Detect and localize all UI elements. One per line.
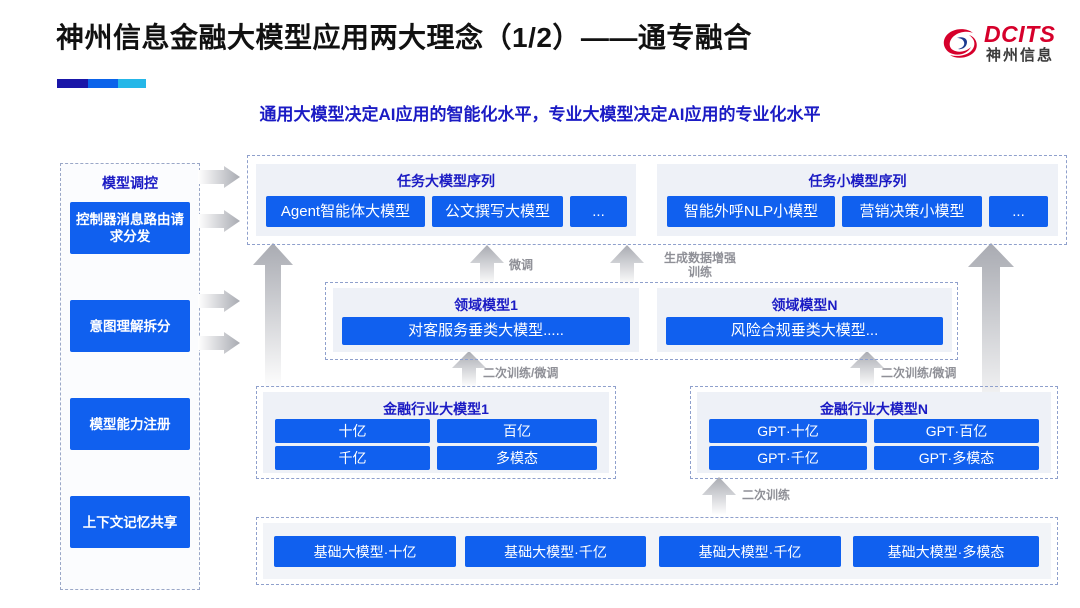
- base-row-frame: [256, 517, 1058, 585]
- feed-arrow-1: [198, 166, 240, 188]
- industry-right-title: 金融行业大模型N: [819, 401, 929, 417]
- dcits-logo: DCITS 神州信息: [940, 20, 1066, 72]
- model-control-column: 模型调控 控制器消息路由请求分发 意图理解拆分 模型能力注册 上下文记忆共享: [60, 163, 200, 590]
- industry-left-frame: [256, 386, 616, 479]
- control-item-context[interactable]: 上下文记忆共享: [70, 496, 190, 548]
- logo-swirl-icon: [943, 29, 977, 58]
- industry-left-item-1[interactable]: 十亿: [275, 419, 430, 443]
- task-small-panel: 任务小模型序列 智能外呼NLP小模型 营销决策小模型 ...: [657, 164, 1058, 236]
- domain-left-item[interactable]: 对客服务垂类大模型.....: [342, 317, 630, 345]
- industry-right-item-4[interactable]: GPT·多模态: [874, 446, 1039, 470]
- control-item-registry[interactable]: 模型能力注册: [70, 398, 190, 450]
- feed-arrows-group: [198, 166, 240, 354]
- industry-left-title: 金融行业大模型1: [383, 401, 489, 417]
- task-row-frame: [247, 155, 1067, 245]
- label-retrain-finetune-right: 二次训练/微调: [881, 366, 957, 380]
- arrow-retrain-right: [850, 351, 884, 387]
- domain-right-panel: 领域模型N 风险合规垂类大模型...: [657, 288, 952, 352]
- arrow-right-tall: [968, 243, 1014, 425]
- task-small-item-nlp[interactable]: 智能外呼NLP小模型: [667, 196, 835, 227]
- flow-arrows-group: [253, 243, 1014, 515]
- task-big-item-more[interactable]: ...: [570, 196, 627, 227]
- task-small-item-mkt[interactable]: 营销决策小模型: [842, 196, 982, 227]
- domain-right-title: 领域模型N: [771, 297, 838, 313]
- page-title: 神州信息金融大模型应用两大理念（1/2）——通专融合: [56, 22, 752, 53]
- industry-right-frame: [690, 386, 1058, 479]
- task-big-title: 任务大模型序列: [397, 173, 495, 189]
- task-big-panel: 任务大模型序列 Agent智能体大模型 公文撰写大模型 ...: [256, 164, 636, 236]
- title-underline-bar: [57, 79, 146, 88]
- task-big-item-doc[interactable]: 公文撰写大模型: [432, 196, 563, 227]
- label-retrain: 二次训练: [742, 488, 791, 502]
- industry-left-item-2[interactable]: 百亿: [437, 419, 597, 443]
- task-big-item-agent[interactable]: Agent智能体大模型: [266, 196, 425, 227]
- industry-right-item-2[interactable]: GPT·百亿: [874, 419, 1039, 443]
- model-control-title: 模型调控: [102, 175, 158, 191]
- industry-right-item-3[interactable]: GPT·千亿: [709, 446, 867, 470]
- industry-right-panel: 金融行业大模型N GPT·十亿 GPT·百亿 GPT·千亿 GPT·多模态: [697, 392, 1051, 473]
- feed-arrow-3: [198, 290, 240, 312]
- page-subtitle: 通用大模型决定AI应用的智能化水平，专业大模型决定AI应用的专业化水平: [259, 105, 821, 124]
- domain-left-panel: 领域模型1 对客服务垂类大模型.....: [333, 288, 639, 352]
- base-row-panel: 基础大模型·十亿 基础大模型·千亿 基础大模型·千亿 基础大模型·多模态: [263, 523, 1051, 579]
- label-retrain-finetune-left: 二次训练/微调: [483, 366, 559, 380]
- base-item-3[interactable]: 基础大模型·千亿: [659, 536, 841, 567]
- task-small-title: 任务小模型序列: [808, 173, 907, 189]
- base-item-2[interactable]: 基础大模型·千亿: [465, 536, 646, 567]
- logo-text-cn: 神州信息: [986, 47, 1055, 64]
- control-item-intent[interactable]: 意图理解拆分: [70, 300, 190, 352]
- industry-left-item-4[interactable]: 多模态: [437, 446, 597, 470]
- label-data-aug: 生成数据增强训练: [663, 251, 736, 279]
- arrow-fine-tune: [470, 245, 504, 285]
- control-item-router[interactable]: 控制器消息路由请求分发: [70, 202, 190, 254]
- feed-arrow-4: [198, 332, 240, 354]
- arrow-left-tall: [253, 243, 293, 390]
- arrow-retrain-left: [452, 351, 486, 387]
- domain-right-item[interactable]: 风险合规垂类大模型...: [666, 317, 943, 345]
- arrow-data-aug: [610, 245, 644, 285]
- architecture-diagram: 任务大模型序列 Agent智能体大模型 公文撰写大模型 ... 任务小模型序列 …: [247, 155, 1067, 590]
- industry-right-item-1[interactable]: GPT·十亿: [709, 419, 867, 443]
- logo-text-en: DCITS: [984, 21, 1056, 47]
- domain-row-frame: [325, 282, 958, 360]
- feed-arrow-2: [198, 210, 240, 232]
- task-small-item-more[interactable]: ...: [989, 196, 1048, 227]
- label-fine-tune: 微调: [509, 258, 534, 272]
- industry-left-panel: 金融行业大模型1 十亿 百亿 千亿 多模态: [263, 392, 609, 473]
- domain-left-title: 领域模型1: [454, 297, 518, 313]
- industry-left-item-3[interactable]: 千亿: [275, 446, 430, 470]
- arrow-retrain-base: [702, 477, 736, 515]
- base-item-4[interactable]: 基础大模型·多模态: [853, 536, 1039, 567]
- base-item-1[interactable]: 基础大模型·十亿: [274, 536, 456, 567]
